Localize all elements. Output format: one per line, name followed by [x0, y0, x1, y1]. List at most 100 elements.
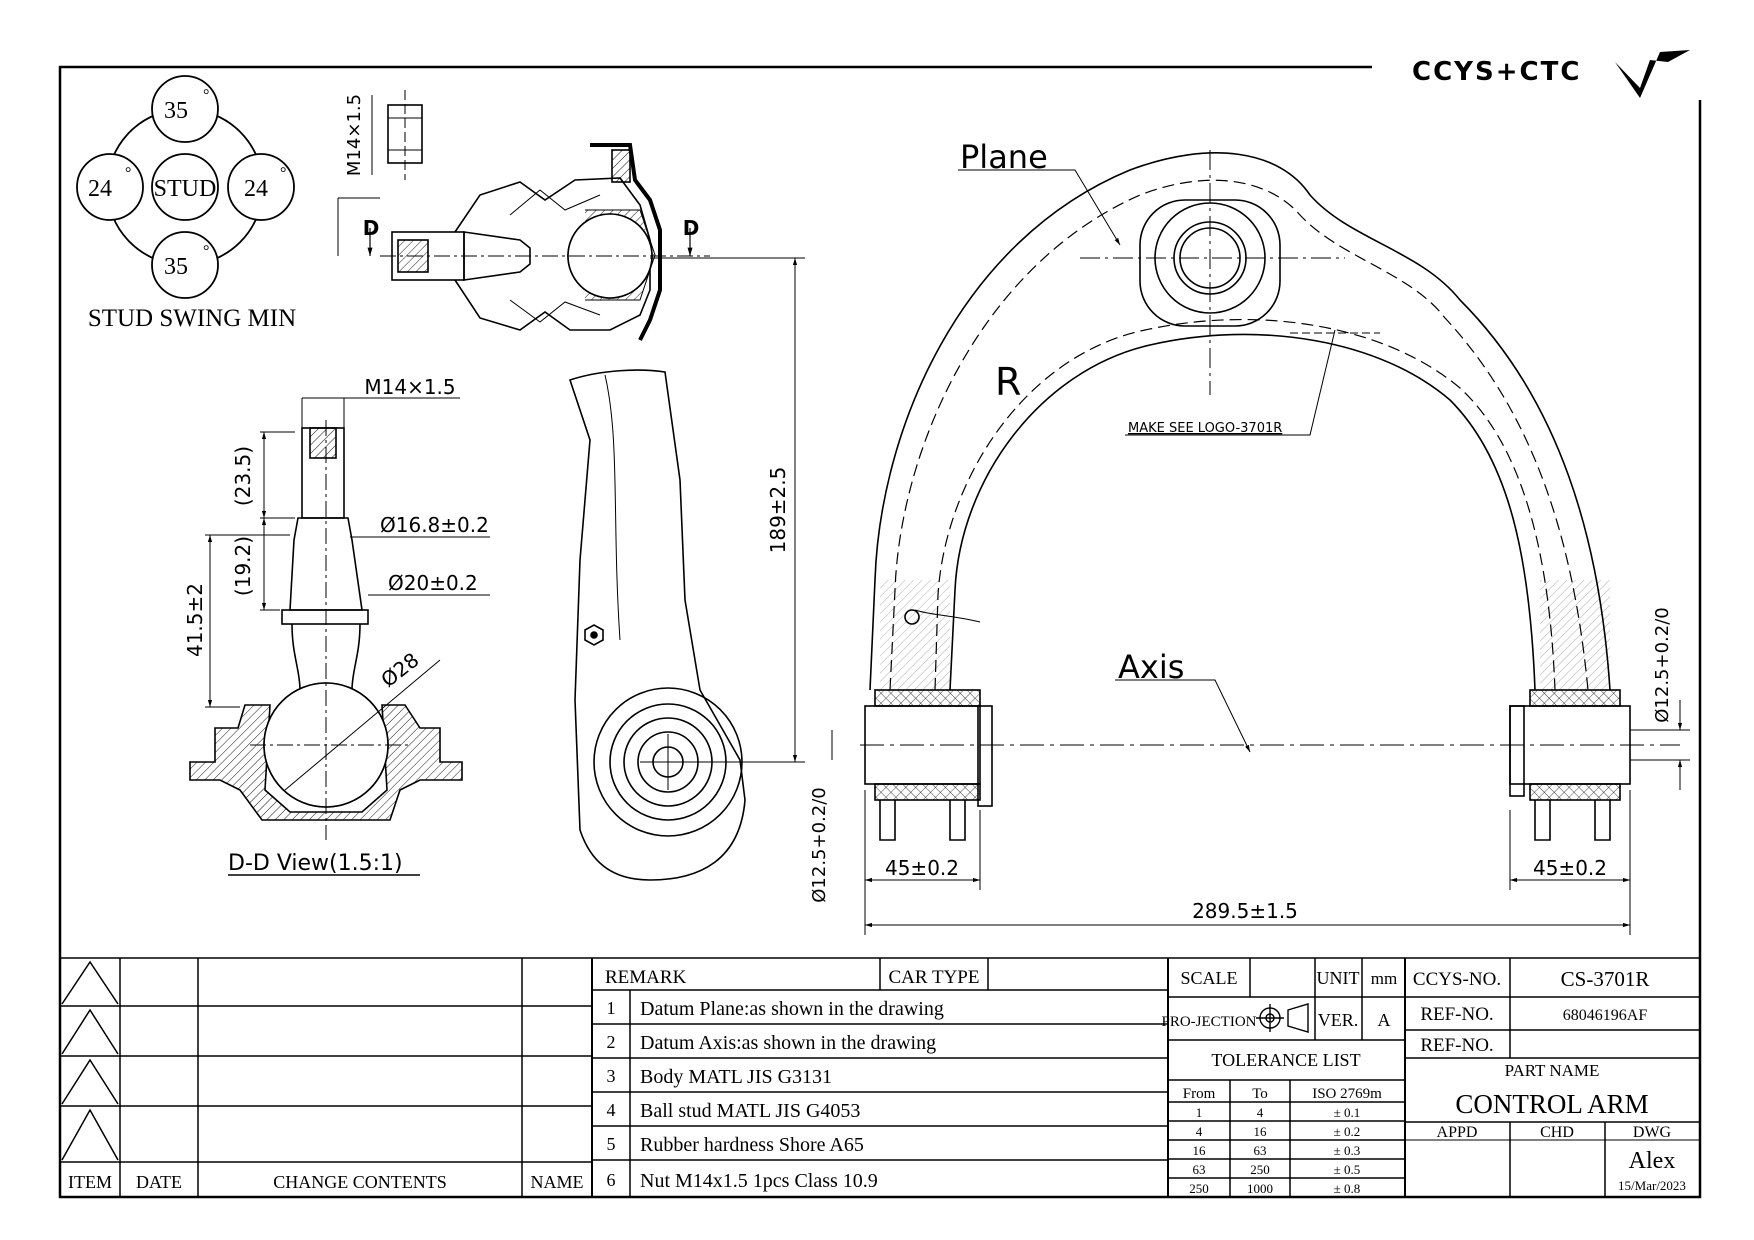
tol-row-1-from: 1	[1196, 1105, 1203, 1120]
nut-thread-dim: M14×1.5	[344, 94, 365, 176]
dim-len-b-label: (19.2)	[231, 536, 255, 596]
cut-mark-left: D	[363, 216, 380, 240]
arm-body	[568, 369, 746, 881]
tol-row-5-value: ± 0.8	[1334, 1181, 1361, 1196]
side-stud-taper	[463, 231, 531, 281]
left-bracket	[879, 800, 966, 841]
left-bushing-rubber-top	[874, 689, 981, 707]
left-bushing-flange	[977, 705, 993, 807]
drawing-date: 15/Mar/2023	[1618, 1178, 1686, 1193]
title-block-grid	[60, 957, 1700, 1197]
remark-no-6: 6	[607, 1170, 616, 1190]
swing-right-value: 24	[244, 176, 268, 202]
left-bushing-rubber-bottom	[874, 783, 981, 801]
swing-left-circle	[76, 153, 144, 221]
chd-label: CHD	[1540, 1124, 1574, 1141]
rev-triangle-3	[61, 1058, 119, 1105]
remark-text-3: Body MATL JIS G3131	[640, 1066, 832, 1088]
tol-row-3-value: ± 0.3	[1334, 1143, 1361, 1158]
tol-row-4-to: 250	[1250, 1162, 1270, 1177]
logo-note: MAKE SEE LOGO-3701R	[1128, 421, 1282, 436]
ccys-no-value: CS-3701R	[1561, 967, 1650, 991]
logo-note-leader	[1125, 329, 1336, 436]
plan-width-right: 45±0.2	[1533, 856, 1607, 880]
housing-top	[611, 149, 631, 183]
ver-label: VER.	[1318, 1010, 1359, 1030]
swing-top-degree: °	[203, 87, 209, 104]
swing-top-circle	[151, 75, 219, 143]
tol-row-2-to: 16	[1254, 1124, 1268, 1139]
remark-text-5: Rubber hardness Shore A65	[640, 1134, 864, 1156]
tol-row-3-from: 16	[1193, 1143, 1207, 1158]
rev-header-date: DATE	[136, 1172, 182, 1192]
swing-left-degree: °	[125, 165, 131, 182]
plan-bush-dia-dim: Ø12.5+0.2/0	[1652, 607, 1673, 722]
dim-len-total-label: 41.5±2	[183, 583, 207, 657]
ref-no-label: REF-NO.	[1420, 1004, 1493, 1025]
dim-ball-label: Ø28	[376, 648, 423, 692]
tol-row-5-from: 250	[1189, 1181, 1209, 1196]
remark-no-1: 1	[607, 998, 616, 1018]
right-bracket	[1534, 800, 1611, 841]
arm-edge	[604, 374, 621, 641]
tol-col-from: From	[1183, 1086, 1216, 1102]
housing-wall	[590, 143, 662, 341]
plan-width-left: 45±0.2	[885, 856, 959, 880]
rev-header-item: ITEM	[68, 1172, 112, 1192]
dust-boot-fold	[509, 189, 601, 216]
tolerance-list-title: TOLERANCE LIST	[1211, 1050, 1360, 1070]
stud-collar	[281, 609, 369, 625]
tol-row-2-from: 4	[1196, 1124, 1203, 1139]
remark-no-5: 5	[607, 1134, 616, 1154]
dim-len-a-label: (23.5)	[231, 446, 255, 506]
swing-right-circle	[227, 153, 295, 221]
stud-bolt-head	[904, 609, 920, 625]
arm-inner-dashed	[934, 318, 1556, 691]
rev-triangle-2	[61, 1008, 119, 1055]
right-bushing-flange	[1509, 705, 1525, 797]
scale-label: SCALE	[1180, 968, 1237, 988]
remark-text-2: Datum Axis:as shown in the drawing	[640, 1032, 936, 1054]
arm-outer-outline	[869, 152, 1611, 691]
side-height-dim: 189±2.5	[766, 467, 790, 554]
stud-neck	[291, 623, 361, 691]
right-bushing-rubber-bottom	[1529, 783, 1621, 801]
swing-bottom-degree: °	[203, 243, 209, 260]
swing-center-label: STUD	[154, 176, 217, 202]
axis-leader	[1115, 679, 1251, 753]
unit-value: mm	[1371, 969, 1397, 988]
side-bush-dia-dim: Ø12.5+0.2/0	[809, 787, 830, 902]
ccys-no-label: CCYS-NO.	[1413, 969, 1501, 990]
section-view-title: D-D View(1.5:1)	[228, 851, 403, 876]
swing-left-value: 24	[88, 176, 112, 202]
logo-emblem-icon	[1615, 50, 1690, 98]
projection-label: PRO-JECTION	[1161, 1014, 1256, 1030]
tol-col-to: To	[1252, 1086, 1268, 1102]
tol-row-4-from: 63	[1193, 1162, 1206, 1177]
stud-bolt	[914, 609, 981, 623]
dim-dia-b-label: Ø20±0.2	[388, 571, 478, 595]
grease-fitting-icon	[584, 624, 604, 646]
dim-dia-a-label: Ø16.8±0.2	[380, 513, 489, 537]
tol-row-2-value: ± 0.2	[1334, 1124, 1361, 1139]
swing-right-degree: °	[280, 165, 286, 182]
remark-text-4: Ball stud MATL JIS G4053	[640, 1100, 860, 1122]
swing-top-value: 35	[164, 98, 188, 124]
rev-triangle-4	[61, 1108, 119, 1161]
tol-row-5-to: 1000	[1247, 1181, 1273, 1196]
ver-value: A	[1378, 1010, 1391, 1030]
right-bushing-rubber-top	[1529, 689, 1621, 707]
sheet-border	[58, 65, 1702, 1199]
remark-no-3: 3	[607, 1066, 616, 1086]
ref-no-label-2: REF-NO.	[1420, 1035, 1493, 1056]
arm-inner-outline	[949, 333, 1536, 691]
swing-bottom-value: 35	[164, 254, 188, 280]
rev-header-change: CHANGE CONTENTS	[273, 1172, 447, 1192]
tol-row-1-value: ± 0.1	[1334, 1105, 1361, 1120]
datum-plane-label: Plane	[960, 138, 1048, 176]
stud-hex-socket	[309, 427, 337, 459]
appd-label: APPD	[1437, 1124, 1478, 1141]
rev-header-name: NAME	[531, 1172, 584, 1192]
stud-swing-diagram	[76, 75, 295, 299]
